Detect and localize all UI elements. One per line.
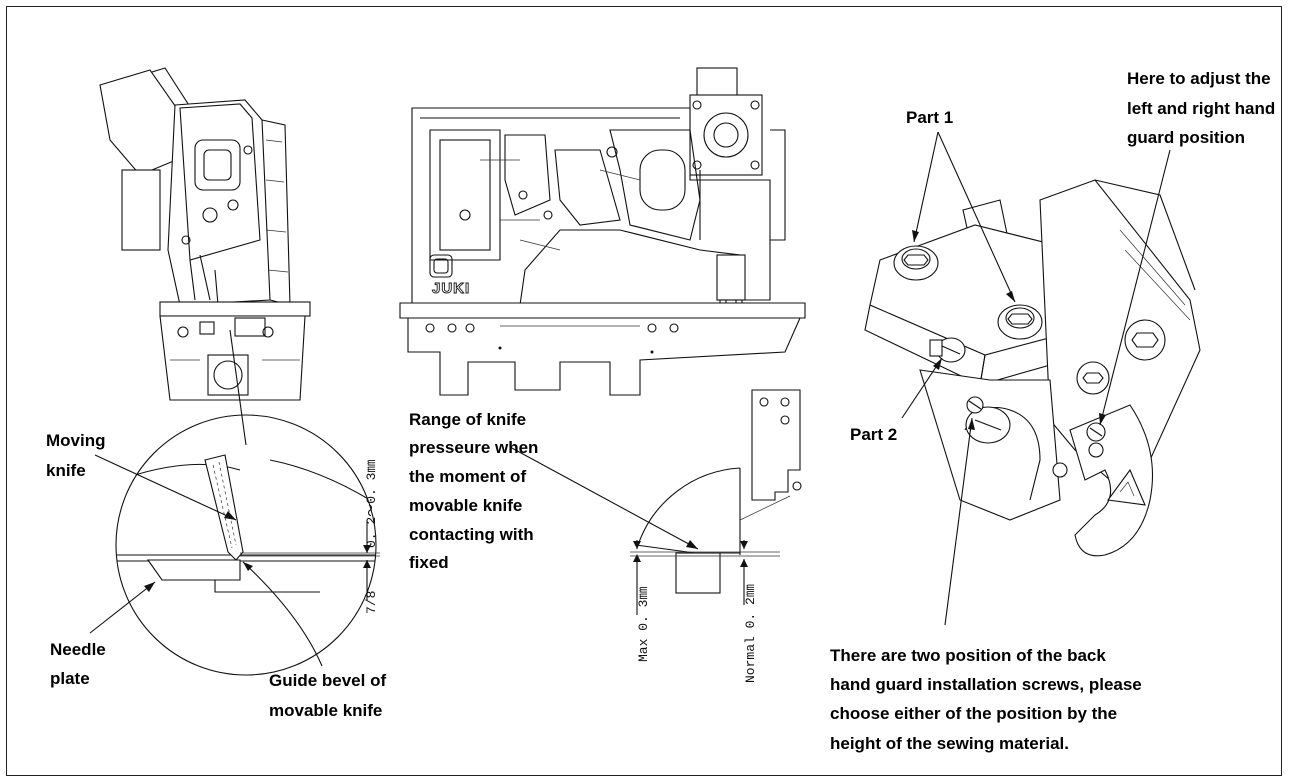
left-labels: Moving knife Needle plate Guide bevel of…	[46, 431, 386, 720]
range-label-5: contacting with	[409, 525, 534, 544]
range-label-3: the moment of	[409, 467, 526, 486]
knife-detail-circle: 0. 2～0. 3㎜ 7/8	[115, 414, 380, 676]
range-label-2: presseure when	[409, 438, 538, 457]
dim-gap-label: 0. 2～0. 3㎜	[364, 460, 379, 548]
front-view-machine: JUKI	[399, 67, 806, 396]
hand-guard-assembly	[864, 179, 1201, 557]
guide-bevel-label-2: movable knife	[269, 701, 382, 720]
guide-bevel-label-1: Guide bevel of	[269, 671, 386, 690]
part2-label: Part 2	[850, 425, 897, 444]
needle-plate-label-2: plate	[50, 669, 90, 688]
needle-plate-label-1: Needle	[50, 640, 106, 659]
range-label-6: fixed	[409, 553, 449, 572]
screw-note-1: There are two position of the back	[830, 646, 1106, 665]
adjust-label-1: Here to adjust the	[1127, 69, 1271, 88]
dim-78-label: 7/8	[364, 591, 379, 614]
moving-knife-label-1: Moving	[46, 431, 106, 450]
range-label-4: movable knife	[409, 496, 522, 515]
adjust-label-3: guard position	[1127, 128, 1245, 147]
right-labels: Here to adjust the left and right hand g…	[830, 69, 1275, 753]
screw-note-3: choose either of the position by the	[830, 704, 1117, 723]
range-label-1: Range of knife	[409, 410, 526, 429]
adjust-label-2: left and right hand	[1127, 99, 1275, 118]
moving-knife-label-2: knife	[46, 461, 86, 480]
center-labels: Range of knife presseure when the moment…	[409, 410, 538, 572]
screw-note-4: height of the sewing material.	[830, 734, 1069, 753]
screw-note-2: hand guard installation screws, please	[830, 675, 1142, 694]
side-view-machine	[99, 67, 311, 446]
part1-label: Part 1	[906, 108, 953, 127]
juki-brand-logo: JUKI	[432, 280, 470, 297]
normal-dim-label: Normal 0. 2㎜	[743, 584, 758, 683]
max-dim-label: Max 0. 3㎜	[636, 587, 651, 662]
hand-caution-icon	[1107, 468, 1146, 506]
knife-pressure-detail: Max 0. 3㎜ Normal 0. 2㎜	[509, 389, 802, 683]
